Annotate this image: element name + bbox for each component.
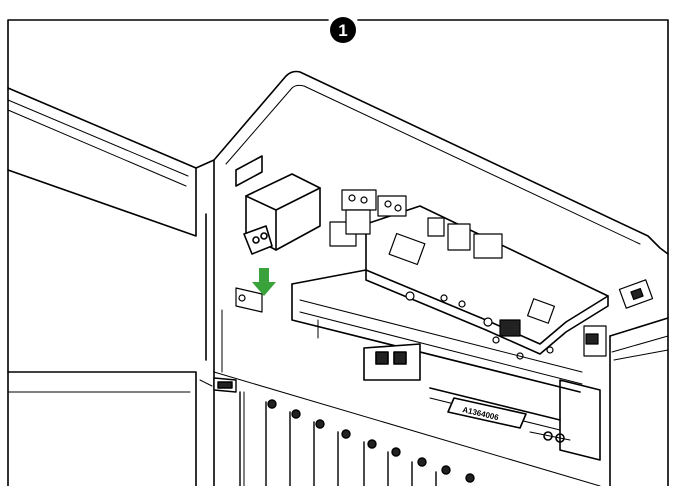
step-badge: 1 — [330, 17, 356, 43]
step-number: 1 — [338, 21, 347, 40]
frame-border — [7, 19, 669, 486]
board-components — [388, 217, 556, 360]
terminal-blocks-left — [329, 189, 407, 247]
enclosure — [199, 70, 669, 486]
connector-rail — [291, 269, 601, 461]
relay-module — [235, 155, 321, 255]
latch — [235, 287, 263, 313]
circuit-board — [365, 205, 609, 355]
insert-direction-arrow-icon — [252, 268, 276, 296]
right-connector-modules — [583, 279, 654, 357]
right-rail — [609, 317, 669, 486]
left-rail — [7, 87, 215, 486]
front-terminal-strip — [213, 377, 475, 486]
